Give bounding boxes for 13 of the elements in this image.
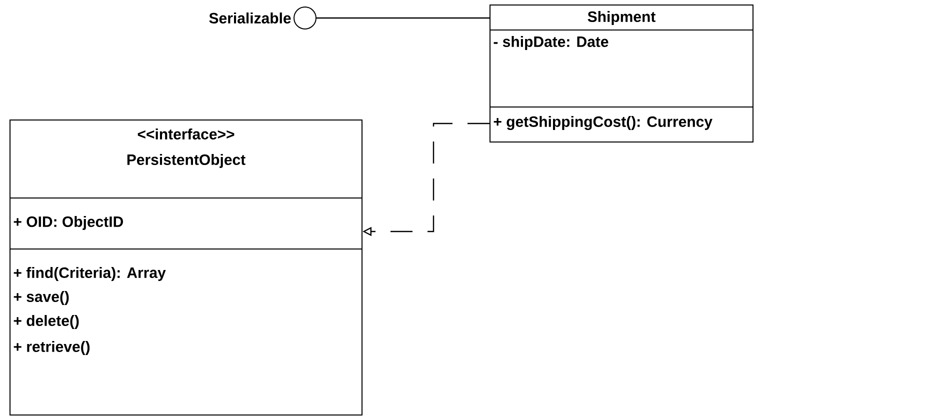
class-member: + delete() <box>14 315 79 329</box>
class-name: <<interface>> <box>138 128 234 140</box>
class-name: PersistentObject <box>127 154 246 168</box>
interface-circle <box>294 6 316 30</box>
interface-name: Serializable <box>209 12 291 24</box>
class-name: Shipment <box>588 11 656 25</box>
class-member: - shipDate: Date <box>494 36 608 50</box>
connector-line <box>316 17 490 19</box>
class-member: + getShippingCost(): Currency <box>494 116 712 130</box>
class-member: + find(Criteria): Array <box>14 267 166 281</box>
class-member: + OID: ObjectID <box>14 216 123 230</box>
class-member: + retrieve() <box>14 341 90 355</box>
class-member: + save() <box>14 291 69 305</box>
